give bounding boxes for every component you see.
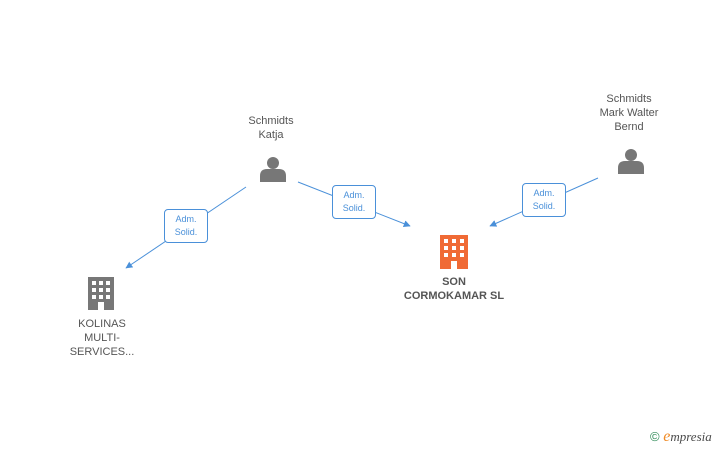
node-label-line: KOLINAS [78, 318, 126, 330]
edge-badge-line: Adm. [343, 190, 365, 200]
node-label-line: MULTI- [84, 332, 120, 344]
edge-badge-line: Solid. [342, 203, 366, 213]
node-label-line: SERVICES... [69, 346, 135, 358]
node-label-line: CORMOKAMAR SL [403, 290, 505, 302]
node-label-schmidts-mark[interactable]: Schmidts Mark Walter Bernd [589, 92, 669, 134]
node-label-line: Mark Walter [599, 107, 659, 119]
edge-badge-katja-kolinas[interactable]: Adm. Solid. [164, 209, 208, 243]
node-label-line: Katja [258, 129, 284, 141]
node-label-line: SON [442, 276, 466, 288]
building-icon[interactable] [440, 235, 468, 269]
node-label-line: Bernd [614, 121, 644, 133]
edge-badge-line: Solid. [174, 227, 198, 237]
person-icon[interactable] [260, 157, 286, 182]
edge-badge-line: Solid. [532, 201, 556, 211]
building-icon[interactable] [88, 277, 114, 310]
node-label-line: Schmidts [606, 93, 652, 105]
edge-badge-line: Adm. [533, 188, 555, 198]
node-label-son-cormokamar[interactable]: SON CORMOKAMAR SL [394, 275, 514, 303]
brand-logo: empresia [663, 428, 712, 445]
node-label-kolinas[interactable]: KOLINAS MULTI- SERVICES... [57, 317, 147, 359]
edge-badge-mark-son[interactable]: Adm. Solid. [522, 183, 566, 217]
edge-badge-line: Adm. [175, 214, 197, 224]
edge-badge-katja-son[interactable]: Adm. Solid. [332, 185, 376, 219]
person-icon[interactable] [618, 149, 644, 174]
node-label-schmidts-katja[interactable]: Schmidts Katja [236, 114, 306, 142]
node-label-line: Schmidts [248, 115, 294, 127]
copyright-icon: © [650, 429, 660, 444]
footer-brand: © empresia [650, 428, 712, 446]
